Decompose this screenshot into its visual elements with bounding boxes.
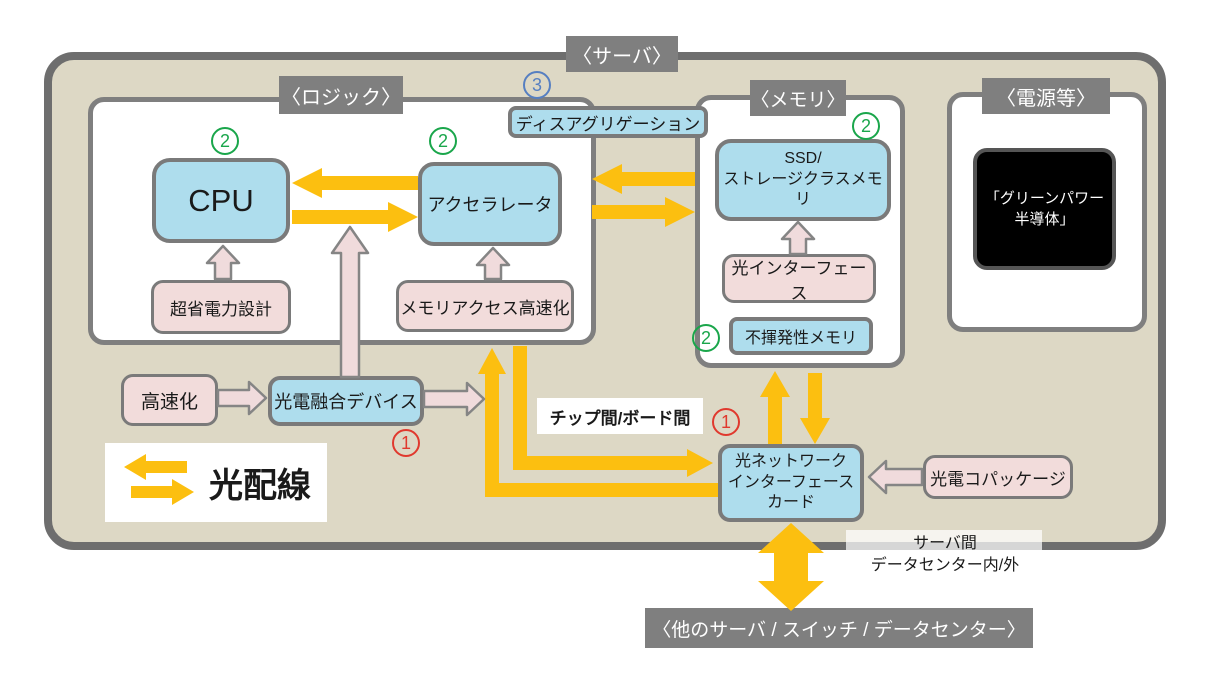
logic-label: 〈ロジック〉: [279, 76, 403, 114]
badge-2-accelerator: 2: [429, 127, 457, 155]
server-annotation: サーバ間 データセンター内/外: [815, 533, 1075, 577]
badge-2-memory: 2: [852, 112, 880, 140]
chip-board-annotation: チップ間/ボード間: [537, 398, 703, 434]
server-label: 〈サーバ〉: [566, 36, 678, 72]
optoelectronic-copackage-node: 光電コパッケージ: [923, 455, 1073, 499]
optical-nic-node: 光ネットワーク インターフェース カード: [718, 444, 864, 522]
power-label: 〈電源等〉: [982, 78, 1110, 114]
ssd-node: SSD/ ストレージクラスメモリ: [715, 139, 891, 221]
cpu-node: CPU: [152, 158, 290, 243]
ultra-low-power-design-node: 超省電力設計: [151, 280, 291, 334]
disaggregation-node: ディスアグリゲーション: [508, 106, 708, 138]
badge-2-nonvolatile: 2: [692, 324, 720, 352]
server-to-server-label: サーバ間: [913, 535, 977, 552]
badge-1-fusion-device: 1: [392, 429, 420, 457]
badge-3-disaggregation: 3: [523, 71, 551, 99]
datacenter-in-out-label: データセンター内/外: [870, 557, 1020, 574]
nonvolatile-memory-node: 不揮発性メモリ: [729, 317, 873, 355]
optoelectronic-fusion-device-node: 光電融合デバイス: [268, 376, 424, 426]
legend-optical-wiring-label: 光配線: [209, 466, 311, 505]
memory-access-speedup-node: メモリアクセス高速化: [396, 280, 574, 332]
badge-1-nic: 1: [712, 408, 740, 436]
accelerator-node: アクセラレータ: [418, 162, 562, 246]
optical-interface-node: 光インターフェース: [722, 254, 876, 303]
speedup-node: 高速化: [121, 374, 218, 426]
server-annotation-band: [846, 530, 1042, 558]
green-power-semiconductor-node: 「グリーンパワー 半導体」: [973, 148, 1116, 270]
external-systems-bar: 〈他のサーバ / スイッチ / データセンター〉: [645, 608, 1033, 648]
badge-2-cpu: 2: [211, 127, 239, 155]
memory-label: 〈メモリ〉: [750, 80, 846, 116]
